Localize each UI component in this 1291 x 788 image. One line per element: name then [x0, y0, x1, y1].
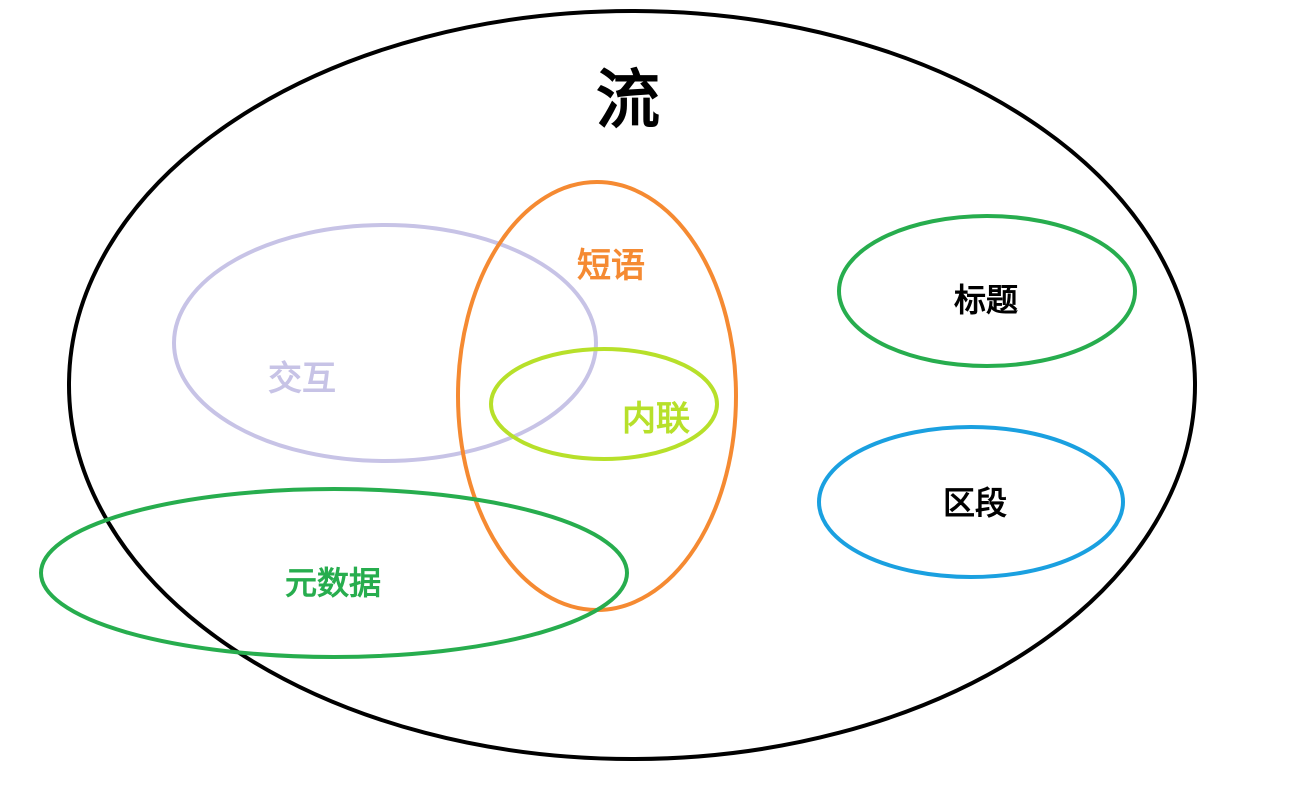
- phrasing-label: 短语: [577, 246, 645, 286]
- heading-label: 标题: [954, 281, 1018, 319]
- interaction-ellipse: [172, 223, 598, 463]
- heading-ellipse: [837, 214, 1137, 368]
- interaction-label: 交互: [268, 359, 336, 399]
- embedded-ellipse: [489, 347, 719, 461]
- flow-label: 流: [596, 64, 660, 138]
- flow-ellipse: [67, 9, 1197, 761]
- sectioning-ellipse: [817, 425, 1125, 579]
- metadata-ellipse: [39, 487, 629, 659]
- sectioning-label: 区段: [943, 484, 1007, 522]
- embedded-label: 内联: [622, 399, 690, 439]
- metadata-label: 元数据: [285, 564, 381, 602]
